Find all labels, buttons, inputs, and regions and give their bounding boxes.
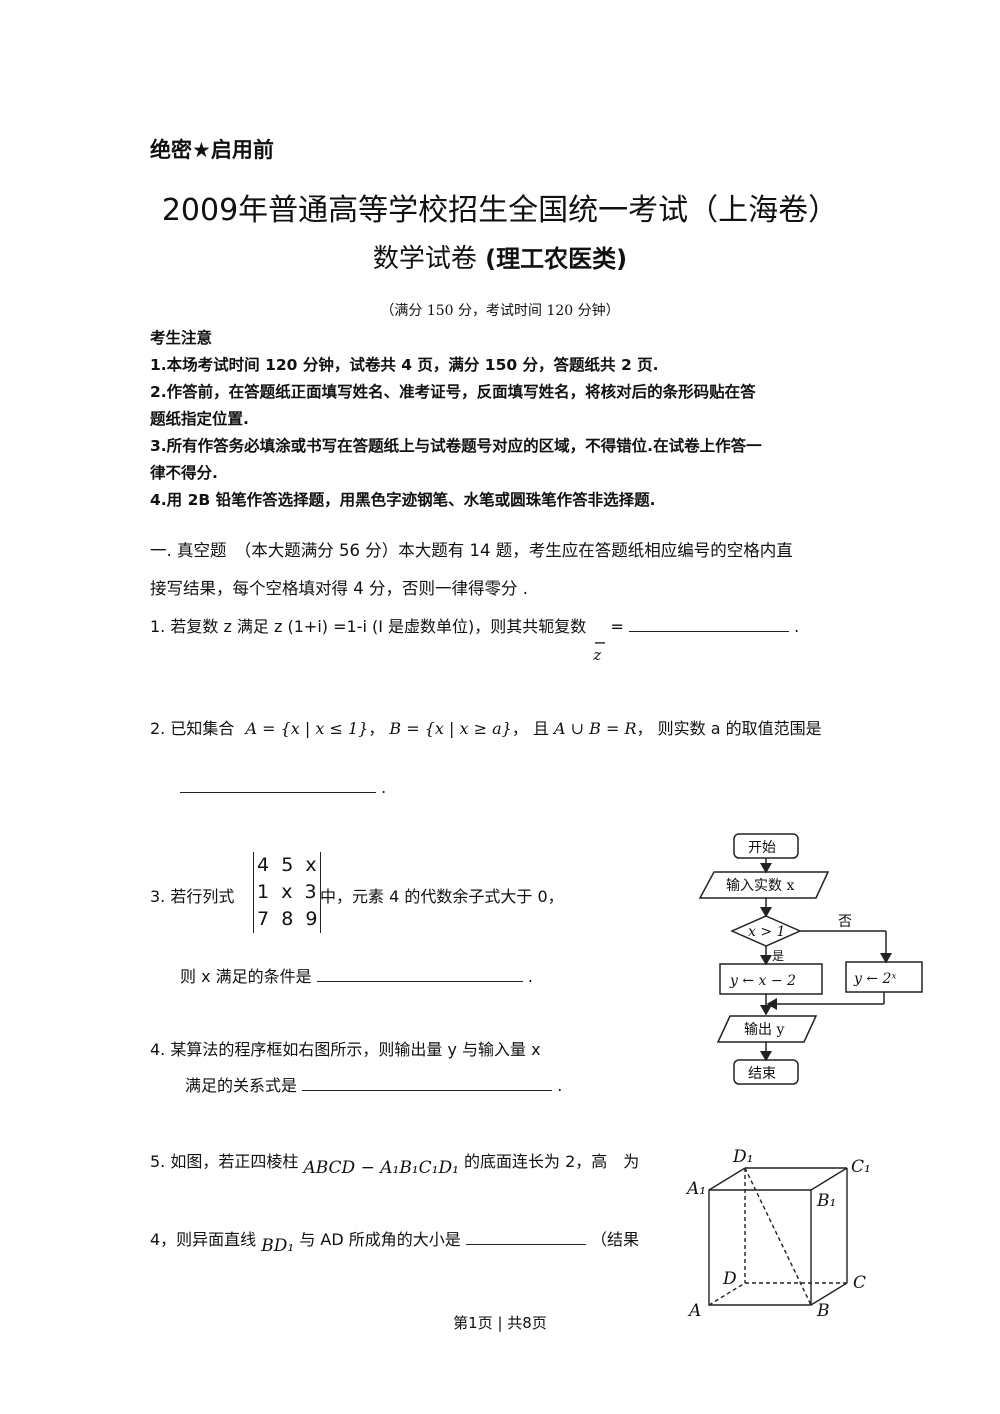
vertex-a: A <box>687 1301 701 1321</box>
notice-item: 4.用 2B 铅笔作答选择题，用黑色字迹钢笔、水笔或圆珠笔作答非选择题. <box>150 491 656 509</box>
q5-prefix: 5. 如图，若正四棱柱 <box>150 1152 299 1171</box>
q5-line2-prefix: 4，则异面直线 <box>150 1230 257 1249</box>
section-intro-line1: 一. 真空题 （本大题满分 56 分）本大题有 14 题，考生应在答题纸相应编号… <box>150 541 793 560</box>
diagonal-bd1 <box>744 1167 812 1306</box>
secret-label: 绝密★启用前 <box>150 138 274 162</box>
page-footer: 第1页 | 共8页 <box>453 1314 547 1332</box>
vertex-c1: C₁ <box>851 1157 871 1177</box>
q1-end: . <box>794 617 800 636</box>
flow-yes-label: 是 <box>772 949 784 963</box>
matrix-cell: 3 <box>304 881 317 903</box>
q3-suffix: 中，元素 4 的代数余子式大于 0， <box>320 887 564 906</box>
question-5-line1: 5. 如图，若正四棱柱 ABCD − A₁B₁C₁D₁ 的底面连长为 2，高 为 <box>150 1148 640 1178</box>
prism-diagram: D₁ C₁ A₁ B₁ D C A B <box>685 1147 871 1321</box>
question-2-answer: . <box>180 778 386 797</box>
q2-end: . <box>381 778 387 797</box>
matrix-cell: 7 <box>257 908 270 930</box>
matrix-cell: 1 <box>257 881 270 903</box>
yes-action-node <box>719 963 823 995</box>
question-4-line1: 4. 某算法的程序框如右图所示，则输出量 y 与输入量 x <box>150 1040 541 1059</box>
subtitle-category: (理工农医类) <box>485 245 628 273</box>
question-4-line2: 满足的关系式是 . <box>185 1072 562 1096</box>
notice-item: 2.作答前，在答题纸正面填写姓名、准考证号，反面填写姓名，将核对后的条形码贴在答 <box>150 383 756 401</box>
matrix-row: 7 8 9 <box>257 906 317 933</box>
exam-title: 2009年普通高等学校招生全国统一考试（上海卷） <box>161 193 839 228</box>
determinant-matrix: 4 5 x 1 x 3 7 8 9 <box>253 852 322 933</box>
matrix-cell: 9 <box>305 908 318 930</box>
segment-bd1: BD₁ <box>261 1236 295 1256</box>
vertex-a1: A₁ <box>685 1179 706 1199</box>
matrix-cell: 8 <box>281 908 294 930</box>
answer-blank-2[interactable] <box>180 778 376 793</box>
flow-input-label: 输入实数 x <box>726 878 794 894</box>
section-intro-line2: 接写结果，每个空格填对得 4 分，否则一律得零分 . <box>150 579 528 598</box>
vertex-b: B <box>816 1301 830 1321</box>
set-b: B = {x | x ≥ a} <box>389 719 512 738</box>
flow-cond-label: x > 1 <box>748 924 785 940</box>
flow-output-label: 输出 y <box>744 1022 784 1038</box>
q2-suffix: 则实数 a 的取值范围是 <box>657 719 822 738</box>
q2-prefix: 2. 已知集合 <box>150 719 235 738</box>
q2-cond-prefix: 且 <box>532 719 549 738</box>
flow-no-label: 否 <box>838 914 852 930</box>
notice-item: 1.本场考试时间 120 分钟，试卷共 4 页，满分 150 分，答题纸共 2 … <box>150 356 659 374</box>
q4-end: . <box>557 1076 563 1095</box>
flow-yes-action-label: y ← x − 2 <box>729 973 796 989</box>
q5-suffix: 的底面连长为 2，高 为 <box>464 1152 640 1171</box>
input-node <box>698 871 830 899</box>
answer-blank-1[interactable] <box>628 617 789 632</box>
question-3-line2: 则 x 满足的条件是 . <box>180 963 533 987</box>
vertex-c: C <box>853 1273 866 1293</box>
matrix-cell: 4 <box>257 854 270 876</box>
flowchart-diagram: 开始 输入实数 x x > 1 否 是 y ← x − 2 y ← 2ˣ 输出 … <box>698 833 923 1085</box>
answer-blank-4[interactable] <box>302 1076 553 1091</box>
matrix-cell: x <box>305 854 317 876</box>
q1-text: 1. 若复数 z 满足 z (1+i) =1-i (I 是虚数单位)，则其共轭复… <box>150 617 587 636</box>
notice-item: 律不得分. <box>150 464 218 482</box>
q5-line2-suffix: 与 AD 所成角的大小是 <box>299 1230 461 1249</box>
q3-line2-text: 则 x 满足的条件是 <box>180 967 312 986</box>
matrix-row: 4 5 x <box>257 852 317 879</box>
question-2: 2. 已知集合 A = {x | x ≤ 1}， B = {x | x ≥ a}… <box>150 719 822 738</box>
notice-heading: 考生注意 <box>150 329 213 347</box>
prism-name: ABCD − A₁B₁C₁D₁ <box>303 1158 459 1178</box>
matrix-cell: 5 <box>281 854 294 876</box>
flow-no-action-label: y ← 2ˣ <box>853 971 896 987</box>
vertex-d1: D₁ <box>732 1147 753 1167</box>
q3-end: . <box>527 967 533 986</box>
q5-line2-end: （结果 <box>590 1230 639 1249</box>
vertex-d: D <box>722 1269 737 1289</box>
exam-subtitle: 数学试卷 (理工农医类) <box>0 238 1000 275</box>
end-node <box>733 1059 799 1085</box>
answer-blank-5[interactable] <box>465 1230 586 1245</box>
q3-prefix: 3. 若行列式 <box>150 887 235 906</box>
exam-meta: （满分 150 分，考试时间 120 分钟） <box>380 303 620 319</box>
notice-item: 3.所有作答务必填涂或书写在答题纸上与试卷题号对应的区域，不得错位.在试卷上作答… <box>150 437 762 455</box>
output-node <box>716 1015 818 1043</box>
vertex-b1: B₁ <box>816 1191 836 1211</box>
answer-blank-3[interactable] <box>316 967 523 982</box>
flow-end-label: 结束 <box>748 1066 776 1082</box>
matrix-row: 1 x 3 <box>257 879 317 906</box>
set-a: A = {x | x ≤ 1} <box>245 719 369 738</box>
subtitle-main: 数学试卷 <box>372 244 477 274</box>
question-5-line2: 4，则异面直线 BD₁ 与 AD 所成角的大小是 （结果 <box>150 1226 639 1256</box>
q4-line2-text: 满足的关系式是 <box>185 1076 298 1095</box>
matrix-cell: x <box>281 881 293 903</box>
flow-start-label: 开始 <box>748 840 776 856</box>
q1-equals: = <box>610 617 624 636</box>
notice-item: 题纸指定位置. <box>150 410 249 428</box>
union-condition: A ∪ B = R <box>554 719 637 738</box>
question-1: 1. 若复数 z 满足 z (1+i) =1-i (I 是虚数单位)，则其共轭复… <box>150 617 800 664</box>
